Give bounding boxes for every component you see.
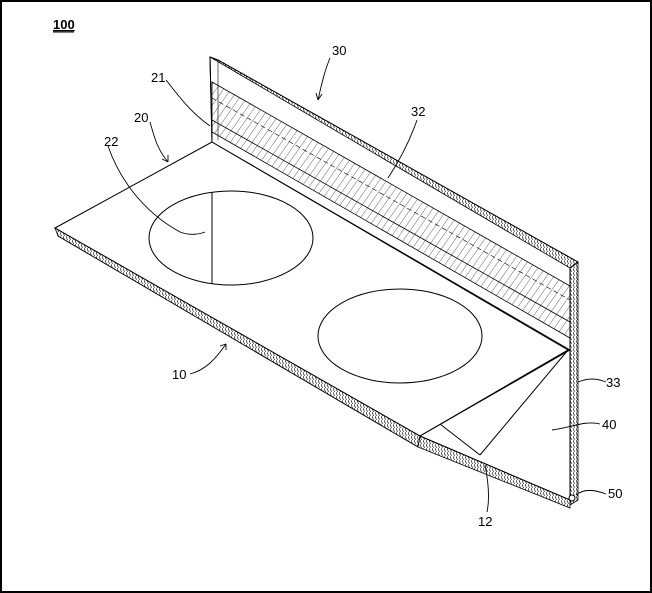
label-12: 12 bbox=[478, 514, 492, 529]
label-10: 10 bbox=[172, 367, 186, 382]
label-21: 21 bbox=[151, 70, 165, 85]
bottom-right-edge bbox=[417, 435, 571, 509]
label-50: 50 bbox=[608, 486, 622, 501]
side-wall-edge bbox=[569, 261, 579, 506]
label-33: 33 bbox=[606, 375, 620, 390]
hole-right bbox=[317, 288, 483, 384]
label-20: 20 bbox=[134, 110, 148, 125]
label-30: 30 bbox=[332, 43, 346, 58]
label-32: 32 bbox=[411, 104, 425, 119]
label-22: 22 bbox=[104, 134, 118, 149]
label-40: 40 bbox=[602, 417, 616, 432]
hinge-pin bbox=[568, 494, 576, 502]
hole-left bbox=[148, 190, 314, 286]
figure-number: 100 bbox=[53, 17, 75, 32]
